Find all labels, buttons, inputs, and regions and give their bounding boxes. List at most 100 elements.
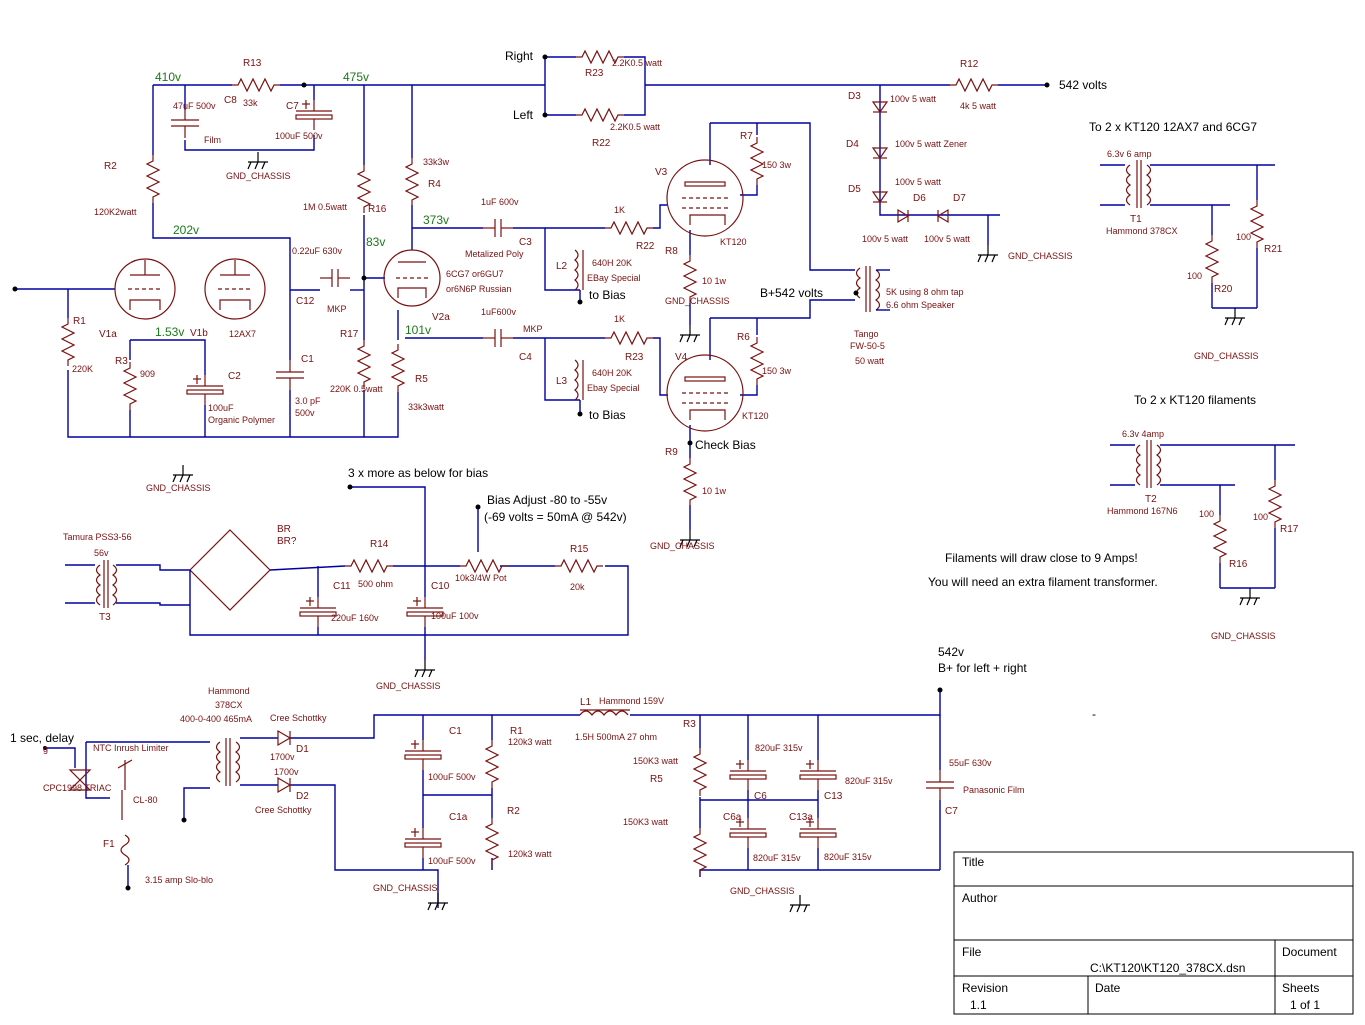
value-l2: 640H 20K [592,258,632,268]
voltage-101: 101v [405,323,431,337]
voltage-202: 202v [173,223,199,237]
resistor-r15 [554,559,604,573]
ground-label: GND_CHASSIS [146,483,211,493]
value-r23: 2.2K0.5 watt [612,58,663,68]
to-bias-label: to Bias [589,288,626,302]
diode-d1 [277,729,292,747]
delay-label: 1 sec, delay [10,731,74,745]
ground-symbol [679,324,701,343]
ref-t2: T2 [1145,494,1157,505]
value-d2: 1700v [274,767,299,777]
tube-v1b [204,258,266,320]
tube-v1a [114,258,176,320]
title-block-revision: Revision [962,981,1008,995]
value-c2: 100uF [208,403,234,413]
value-c10: 100uF 100v [431,611,479,621]
value-r13: 33k [243,98,258,108]
value-r16-filament: 100 [1199,509,1214,519]
value-r8: 10 1w [702,276,727,286]
ground-label: GND_CHASSIS [650,541,715,551]
value-d5: 100v 5 watt [895,177,942,187]
value-l1: Hammond 159V [599,696,664,706]
ref-r2: R2 [104,161,117,172]
ref-v1a: V1a [99,329,117,340]
value-c3: Metalized Poly [465,249,524,259]
value-r6: 150 3w [762,366,792,376]
ref-r3-psu: R3 [683,719,696,730]
ref-r20: R20 [1214,284,1233,295]
ref-r1: R1 [73,316,86,327]
resistor-r2 [146,154,160,204]
ref-c10: C10 [431,581,450,592]
value-c13a-psu: 820uF 315v [824,852,872,862]
ground-symbol [977,244,999,263]
value-c4: MKP [523,324,543,334]
ref-r16-filament: R16 [1229,559,1248,570]
ref-t1: T1 [1130,214,1142,225]
ground-symbol [1224,307,1246,326]
value-v3: KT120 [720,237,747,247]
ref-c6a-psu: C6a [723,812,742,823]
junctions [12,54,1050,446]
value-r23-grid: 1K [614,314,625,324]
supply-542-label: 542 volts [1059,78,1107,92]
voltage-153: 1.53v [155,325,184,339]
ground-symbol [1239,587,1261,606]
ref-c1-psu: C1 [449,726,462,737]
value-c13-psu: 820uF 315v [845,776,893,786]
ref-c6-psu: C6 [754,791,767,802]
dash-mark: - [1092,707,1096,721]
ref-r17-filament: R17 [1280,524,1299,535]
ref-r3: R3 [115,356,128,367]
value-c7-psu: Panasonic Film [963,785,1025,795]
right-input-label: Right [505,49,534,63]
value-tango: FW-50-5 [850,341,885,351]
ref-d5: D5 [848,184,861,195]
inductor-l1 [579,709,630,716]
value-d2: Cree Schottky [255,805,312,815]
ref-r23: R23 [585,68,604,79]
value-r16: 1M 0.5watt [303,202,348,212]
bplus-lr-label: B+ for left + right [938,661,1027,675]
bias-note: 3 x more as below for bias [348,466,488,480]
value-r7: 150 3w [762,160,792,170]
resistor-r9 [683,457,697,507]
heater-transformer-t1 [1100,160,1275,309]
value-r22-grid: 1K [614,205,625,215]
resistor-r1-psu [485,739,499,789]
title-block-sheets: Sheets [1282,981,1319,995]
title-block-sheets-value: 1 of 1 [1290,998,1320,1012]
component-values: 220K 120K2watt 909 33k3w 33k3watt 150 3w… [43,58,1276,896]
ref-r22-grid: R22 [636,241,655,252]
ref-l3: L3 [556,376,568,387]
capacitor-c3 [482,218,514,238]
ref-br: BR? [277,536,297,547]
value-v2: 6CG7 or6GU7 [446,269,504,279]
value-d7: 100v 5 watt [924,234,971,244]
value-t1: 6.3v 6 amp [1107,149,1152,159]
value-r5-psu: 150K3 watt [623,817,669,827]
ref-c3: C3 [519,237,532,248]
ground-label: GND_CHASSIS [730,886,795,896]
value-c6-psu: 820uF 315v [755,743,803,753]
value-power-transformer: 378CX [215,700,243,710]
ref-r16: R16 [368,204,387,215]
value-r14: 500 ohm [358,579,393,589]
title-block-file: File [962,945,982,959]
value-r3-psu: 150K3 watt [633,756,679,766]
resistor-r3-psu [693,747,707,797]
ref-r4: R4 [428,179,441,190]
value-t3: 56v [94,548,109,558]
value-d4: 100v 5 watt Zener [895,139,967,149]
resistor-r17-filament [1268,479,1282,529]
value-c4: 1uF600v [481,307,517,317]
ref-r5-psu: R5 [650,774,663,785]
ref-v1b: V1b [190,328,208,339]
value-c2: Organic Polymer [208,415,275,425]
ref-r2-psu: R2 [507,806,520,817]
ground-label: GND_CHASSIS [1211,631,1276,641]
ref-r5: R5 [415,374,428,385]
ref-d2-psu: D2 [296,791,309,802]
value-power-transformer: Hammond [208,686,250,696]
